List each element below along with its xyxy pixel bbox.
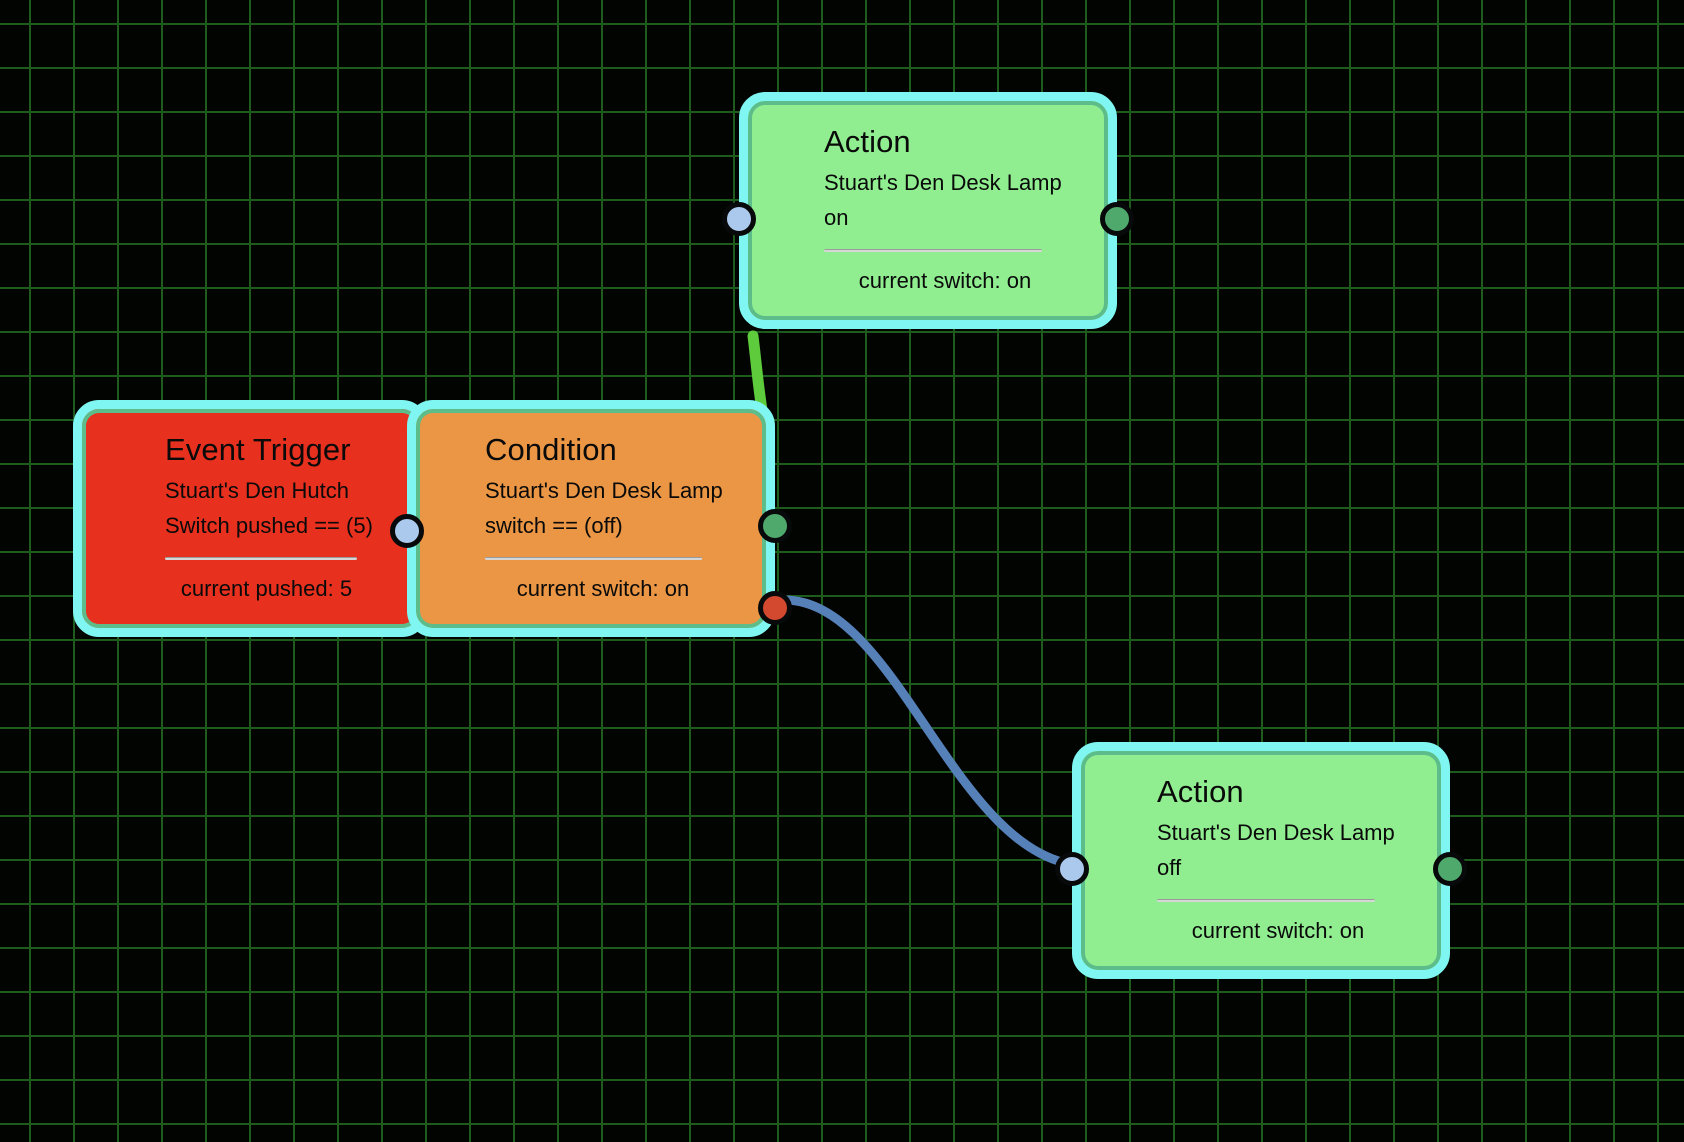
edge-condition-false — [779, 595, 1093, 871]
node-title: Event Trigger — [165, 432, 351, 467]
node-title: Action — [824, 124, 911, 159]
input-port[interactable] — [1055, 852, 1089, 886]
node-command: switch == (off) — [485, 513, 623, 538]
node-command: on — [824, 205, 849, 230]
node-status: current switch: on — [516, 576, 690, 601]
node-command: off — [1157, 855, 1182, 880]
node-divider — [165, 557, 357, 560]
node-device: Stuart's Den Desk Lamp — [485, 478, 723, 503]
output-port[interactable] — [1433, 852, 1467, 886]
node-command: Switch pushed == (5) — [165, 513, 373, 538]
node-title: Condition — [485, 432, 617, 467]
node-condition[interactable]: Condition Stuart's Den Desk Lamp switch … — [390, 400, 792, 637]
node-device: Stuart's Den Hutch — [165, 478, 349, 503]
input-port[interactable] — [390, 514, 424, 548]
input-port[interactable] — [722, 202, 756, 236]
node-status: current switch: on — [858, 268, 1032, 293]
edge-condition-true — [747, 330, 768, 416]
node-event-trigger[interactable]: Event Trigger Stuart's Den Hutch Switch … — [73, 400, 428, 637]
node-device: Stuart's Den Desk Lamp — [824, 170, 1062, 195]
node-divider — [824, 249, 1042, 252]
node-title: Action — [1157, 774, 1244, 809]
output-port[interactable] — [1100, 202, 1134, 236]
node-divider — [1157, 899, 1375, 902]
node-action-on[interactable]: Action Stuart's Den Desk Lamp on current… — [722, 92, 1134, 329]
true-port[interactable] — [758, 509, 792, 543]
false-port[interactable] — [758, 591, 792, 625]
node-divider — [485, 557, 702, 560]
node-status: current switch: on — [1191, 918, 1365, 943]
node-action-off[interactable]: Action Stuart's Den Desk Lamp off curren… — [1055, 742, 1467, 979]
node-device: Stuart's Den Desk Lamp — [1157, 820, 1395, 845]
node-status: current pushed: 5 — [180, 576, 353, 601]
